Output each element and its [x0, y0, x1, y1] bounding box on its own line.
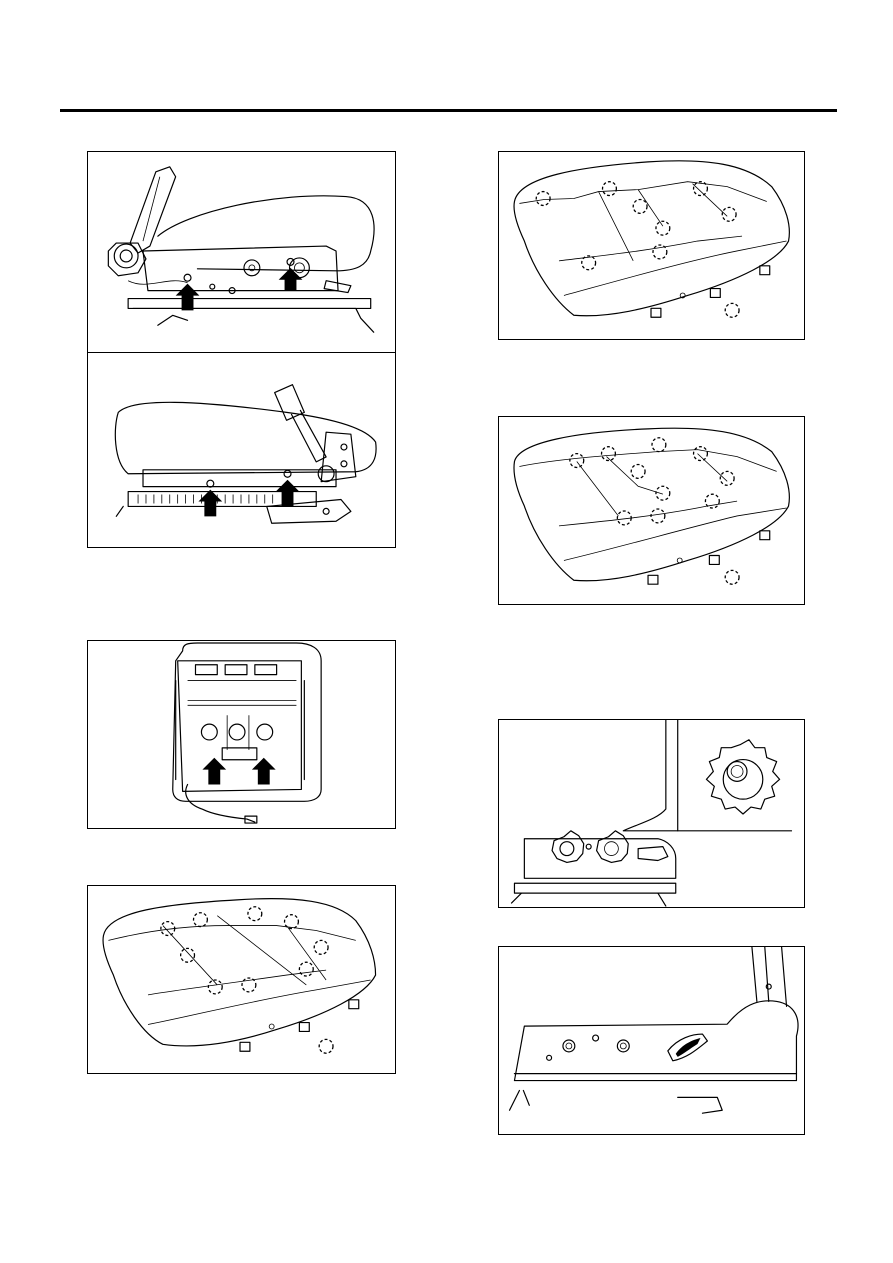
figure-cushion-frame-underside: [87, 640, 396, 829]
figure-cushion-hog-rings-top-right: [498, 151, 805, 340]
hog-ring-marker: [192, 912, 209, 928]
hog-ring-marker: [313, 939, 329, 955]
figure-seat-slide-lever: [87, 352, 396, 548]
hog-ring-marker: [651, 437, 667, 453]
hog-ring-marker: [569, 452, 585, 469]
hog-ring-marker: [535, 190, 551, 207]
hog-ring-marker: [247, 906, 263, 922]
hog-ring-marker-legend: [318, 1038, 334, 1054]
figure-cushion-hog-rings-mid-right: [498, 416, 805, 605]
hog-ring-marker: [180, 947, 196, 963]
hog-ring-marker: [632, 198, 648, 214]
hog-ring-marker: [655, 485, 671, 501]
arrow-marker: [278, 267, 303, 291]
hog-ring-marker: [581, 255, 597, 271]
figure-seat-slide-top: [87, 151, 396, 353]
header-rule: [60, 109, 837, 112]
hog-ring-marker: [600, 446, 617, 462]
hog-ring-marker: [692, 181, 709, 197]
hog-ring-marker-legend: [724, 569, 740, 585]
hog-ring-marker: [655, 220, 671, 236]
hog-ring-marker: [616, 510, 632, 526]
hog-ring-marker: [207, 979, 223, 995]
arrow-marker: [175, 283, 200, 311]
figure-lifter-knob-detail: [498, 719, 805, 908]
hog-ring-marker: [704, 493, 720, 509]
arrow-marker: [198, 489, 223, 517]
arrow-marker: [202, 757, 227, 785]
arrow-marker: [275, 479, 300, 507]
hog-ring-marker: [630, 463, 646, 479]
hog-ring-marker: [160, 920, 176, 937]
hog-ring-marker-legend: [724, 302, 740, 318]
hog-ring-marker: [601, 181, 618, 197]
arrow-marker: [251, 757, 276, 785]
hog-ring-marker: [692, 446, 709, 462]
hog-ring-marker: [298, 961, 314, 977]
hog-ring-marker: [650, 508, 666, 524]
hog-ring-marker: [721, 206, 737, 222]
figure-seat-side-cover: [498, 946, 805, 1135]
hog-ring-marker: [652, 244, 668, 260]
hog-ring-marker: [241, 977, 257, 993]
hog-ring-marker: [719, 470, 735, 486]
figure-cushion-hog-rings-left: [87, 885, 396, 1074]
hog-ring-marker: [283, 914, 300, 930]
